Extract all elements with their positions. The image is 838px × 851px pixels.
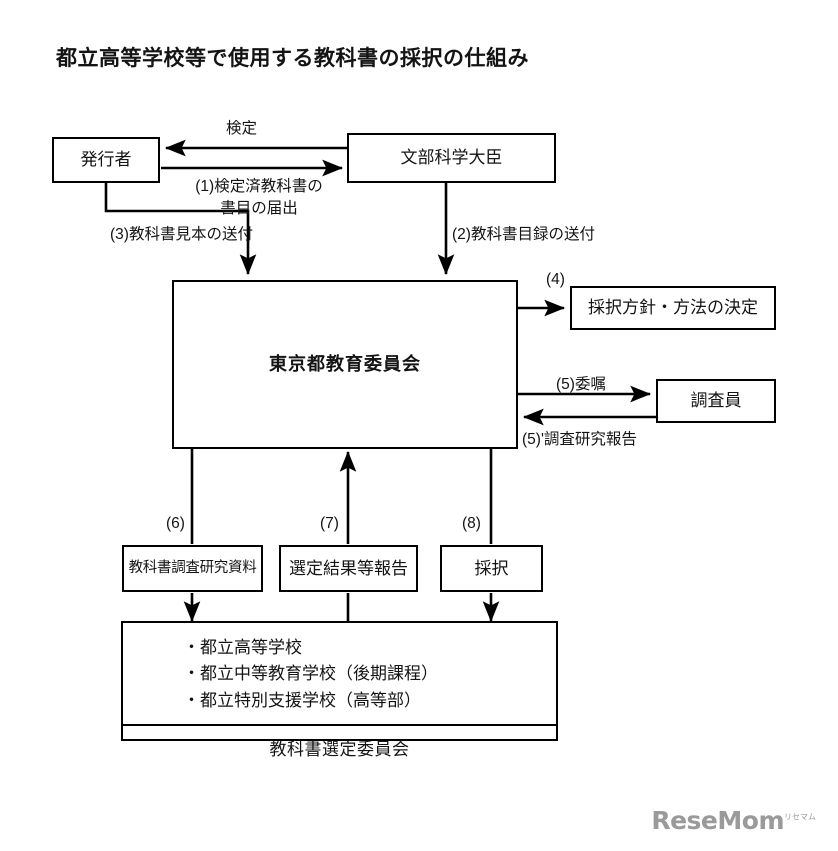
node-publisher-label: 発行者	[80, 150, 132, 170]
schools-list: ・都立高等学校 ・都立中等教育学校（後期課程） ・都立特別支援学校（高等部）	[123, 623, 556, 724]
edge-label-step4: (4)	[546, 271, 565, 288]
list-item: ・都立特別支援学校（高等部）	[183, 690, 421, 710]
page-title: 都立高等学校等で使用する教科書の採択の仕組み	[56, 47, 529, 70]
edge-label-step5: (5)委嘱	[556, 376, 606, 393]
list-item: ・都立高等学校	[183, 638, 302, 657]
node-policy-decision-label: 採択方針・方法の決定	[588, 298, 758, 318]
node-tokyo-board[interactable]: 東京都教育委員会	[172, 280, 518, 449]
edge-label-certification: 検定	[226, 120, 258, 137]
edge-label-step7: (7)	[320, 515, 339, 532]
node-investigator[interactable]: 調査員	[656, 379, 776, 423]
watermark-tm: リセマム	[784, 812, 816, 822]
node-adoption[interactable]: 採択	[440, 545, 543, 592]
node-adoption-label: 採択	[474, 558, 509, 578]
edge-label-step3: (3)教科書見本の送付	[110, 226, 253, 243]
node-selection-committee-label: 教科書選定委員会	[123, 724, 556, 770]
edge-label-step2: (2)教科書目録の送付	[452, 226, 595, 243]
list-item: ・都立中等教育学校（後期課程）	[183, 664, 438, 684]
node-tokyo-board-label: 東京都教育委員会	[269, 354, 421, 375]
resemom-watermark: ReseMomリセマム	[651, 806, 816, 835]
edge-label-step8: (8)	[462, 515, 481, 532]
node-investigator-label: 調査員	[690, 391, 742, 411]
node-publisher[interactable]: 発行者	[52, 137, 160, 183]
node-selection-report-label: 選定結果等報告	[289, 558, 408, 578]
node-policy-decision[interactable]: 採択方針・方法の決定	[570, 286, 776, 330]
edge-label-step6: (6)	[166, 515, 185, 532]
edge-label-step5-prime: (5)'調査研究報告	[522, 431, 637, 448]
node-research-material[interactable]: 教科書調査研究資料	[122, 545, 263, 592]
watermark-brand: ReseMom	[651, 806, 784, 835]
node-selection-report[interactable]: 選定結果等報告	[279, 545, 418, 592]
edge-label-step1-line2: 書目の届出	[220, 200, 298, 217]
node-schools-group[interactable]: ・都立高等学校 ・都立中等教育学校（後期課程） ・都立特別支援学校（高等部） 教…	[121, 621, 558, 759]
edge-label-step1-line1: (1)検定済教科書の	[195, 178, 323, 195]
node-research-material-label: 教科書調査研究資料	[128, 560, 257, 577]
node-minister-label: 文部科学大臣	[400, 148, 503, 168]
node-minister[interactable]: 文部科学大臣	[347, 133, 556, 183]
